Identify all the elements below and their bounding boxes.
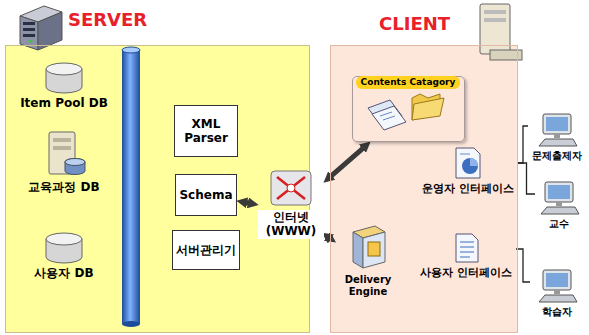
- panel-heading: CLIENT: [379, 13, 450, 35]
- icon-holder: [44, 62, 84, 94]
- panel-heading: SERVER: [68, 9, 147, 31]
- admin-doc-icon: [452, 146, 484, 180]
- network-arrow: [244, 202, 251, 203]
- node-label: 교육과정 DB: [28, 180, 99, 194]
- contents-category: Contents Catagory: [352, 76, 465, 142]
- icon-holder: [268, 168, 314, 208]
- icon-holder: [535, 268, 579, 304]
- module-box: XML Parser: [174, 105, 238, 157]
- node-label: 사용자 인터페이스: [420, 266, 512, 279]
- node-label: 인터넷 (WWW): [258, 210, 324, 239]
- node-label: 운영자 인터페이스: [422, 182, 514, 195]
- database-cylinder: [44, 232, 84, 264]
- node-label: 사용자 DB: [34, 266, 93, 280]
- contents-folder-icon: [412, 94, 444, 120]
- node-label: 문제출제자: [532, 150, 582, 162]
- node-label: 서버관리기: [176, 243, 236, 257]
- admin-interface: 운영자 인터페이스: [418, 146, 518, 200]
- router-icon: [268, 168, 314, 208]
- server-rack-icon: [20, 6, 62, 50]
- link-line: [516, 249, 530, 282]
- icon-holder: [452, 232, 480, 264]
- client-ground: [330, 45, 518, 333]
- client-tower-icon: [480, 4, 522, 60]
- module-box: Schema: [175, 174, 237, 216]
- icon-holder: [537, 180, 581, 216]
- server-ground: [5, 45, 310, 333]
- server-panel: SERVERItem Pool DB교육과정 DB사용자 DBXML Parse…: [5, 45, 310, 333]
- module-box: 서버관리기: [172, 230, 240, 270]
- client-panel: CLIENTContents Catagory운영자 인터페이스Delivery…: [330, 45, 518, 333]
- professor-computer: 교수: [535, 180, 583, 234]
- db-server-icon: [41, 128, 87, 178]
- network-arrow: [329, 147, 365, 178]
- icon-holder: [41, 128, 87, 178]
- icon-holder: [535, 112, 579, 148]
- computer-icon: [537, 180, 581, 216]
- database: Item Pool DB: [12, 62, 116, 112]
- engine-icon: [347, 222, 389, 272]
- database: 사용자 DB: [12, 232, 116, 282]
- icon-holder: [44, 232, 84, 264]
- node-label: 학습자: [542, 306, 572, 318]
- database: 교육과정 DB: [12, 128, 116, 202]
- delivery-engine: Delivery Engine: [334, 222, 402, 308]
- database-cylinder: [44, 62, 84, 94]
- node-label: XML Parser: [177, 117, 235, 146]
- author-computer: 문제출제자: [528, 112, 586, 168]
- category-heading: Contents Catagory: [356, 76, 461, 89]
- contents-docs-icon: [368, 100, 406, 130]
- node-label: Schema: [179, 188, 232, 202]
- learner-computer: 학습자: [530, 268, 584, 328]
- internet-router: 인터넷 (WWW): [258, 168, 324, 254]
- link-line: [518, 163, 535, 194]
- user-doc-icon: [452, 232, 480, 264]
- node-label: 교수: [549, 218, 569, 230]
- icon-holder: [347, 222, 389, 272]
- bus-pipe: [122, 47, 140, 327]
- icon-holder: [452, 146, 484, 180]
- node-label: Delivery Engine: [334, 274, 402, 298]
- computer-icon: [535, 112, 579, 148]
- computer-icon: [535, 268, 579, 304]
- user-interface: 사용자 인터페이스: [416, 232, 516, 286]
- link-line: [518, 126, 528, 163]
- node-label: Item Pool DB: [20, 96, 108, 110]
